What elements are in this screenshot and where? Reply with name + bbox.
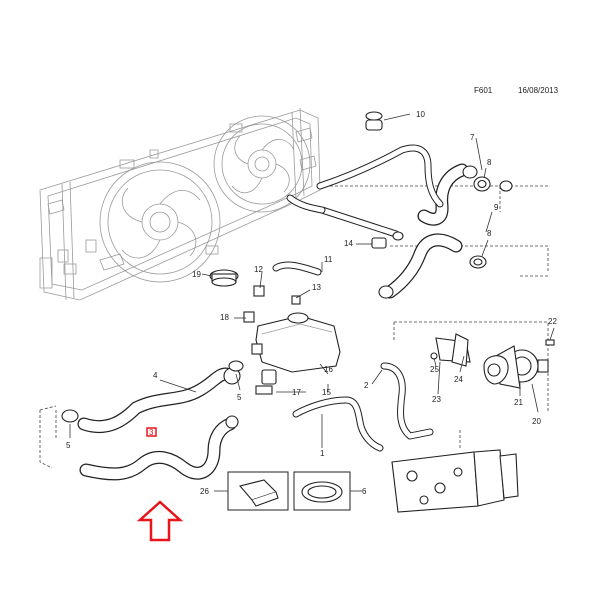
callout-11: 11 (324, 255, 333, 264)
callout-9: 9 (494, 203, 499, 212)
highlight-marker (146, 427, 157, 437)
clip-8b (469, 255, 487, 269)
up-arrow-outline-icon (136, 500, 184, 542)
clip-14 (371, 231, 404, 249)
callout-20: 20 (532, 417, 541, 426)
gasket-21 (483, 355, 509, 385)
callout-17: 17 (292, 388, 301, 397)
callout-24: 24 (454, 375, 463, 384)
callout-19: 19 (192, 270, 201, 279)
callout-12: 12 (254, 265, 263, 274)
clip-8a (473, 176, 513, 192)
sheet-code: F601 (474, 86, 493, 95)
bypass-pipe (286, 144, 444, 238)
callout-5a: 5 (237, 393, 242, 402)
lower-hose-9 (378, 233, 463, 299)
oil-cooler-housing (391, 449, 519, 513)
callout-7: 7 (470, 133, 475, 142)
radiator-hose-4 (77, 367, 241, 434)
callout-18: 18 (220, 313, 229, 322)
radiator-fan-assembly (39, 107, 321, 301)
thermostat-housing-24 (430, 333, 471, 367)
callout-25: 25 (430, 365, 439, 374)
callout-16: 16 (324, 365, 333, 374)
callout-3: 3 (149, 428, 154, 437)
detail-box-26 (227, 471, 289, 511)
hose-1 (292, 396, 384, 452)
leader-lines (69, 113, 555, 492)
callout-26: 26 (200, 487, 209, 496)
callout-21: 21 (514, 398, 523, 407)
callout-22: 22 (548, 317, 557, 326)
filler-cap-19 (209, 269, 239, 287)
callout-14: 14 (344, 239, 353, 248)
hose-clip-5 (61, 360, 244, 423)
bolt-22 (545, 339, 555, 346)
vent-hose-11 (253, 261, 322, 305)
callout-23: 23 (432, 395, 441, 404)
callout-2: 2 (364, 381, 369, 390)
callout-6: 6 (362, 487, 367, 496)
callout-8a: 8 (487, 158, 492, 167)
callout-4: 4 (153, 371, 158, 380)
clip-10 (365, 111, 383, 131)
callout-1: 1 (320, 449, 325, 458)
callout-10: 10 (416, 110, 425, 119)
callout-15: 15 (322, 388, 331, 397)
expansion-tank-16 (243, 311, 341, 373)
callout-5b: 5 (66, 441, 71, 450)
sensor-17 (255, 369, 277, 395)
radiator-hose-3 (79, 415, 239, 481)
callout-labels: 10 7 8 9 8 14 11 12 13 19 18 16 17 15 4 … (66, 110, 557, 496)
callout-8b: 8 (487, 229, 492, 238)
hose-2 (380, 362, 434, 440)
callout-13: 13 (312, 283, 321, 292)
sheet-date: 16/08/2013 (518, 86, 559, 95)
detail-box-6 (293, 471, 351, 511)
